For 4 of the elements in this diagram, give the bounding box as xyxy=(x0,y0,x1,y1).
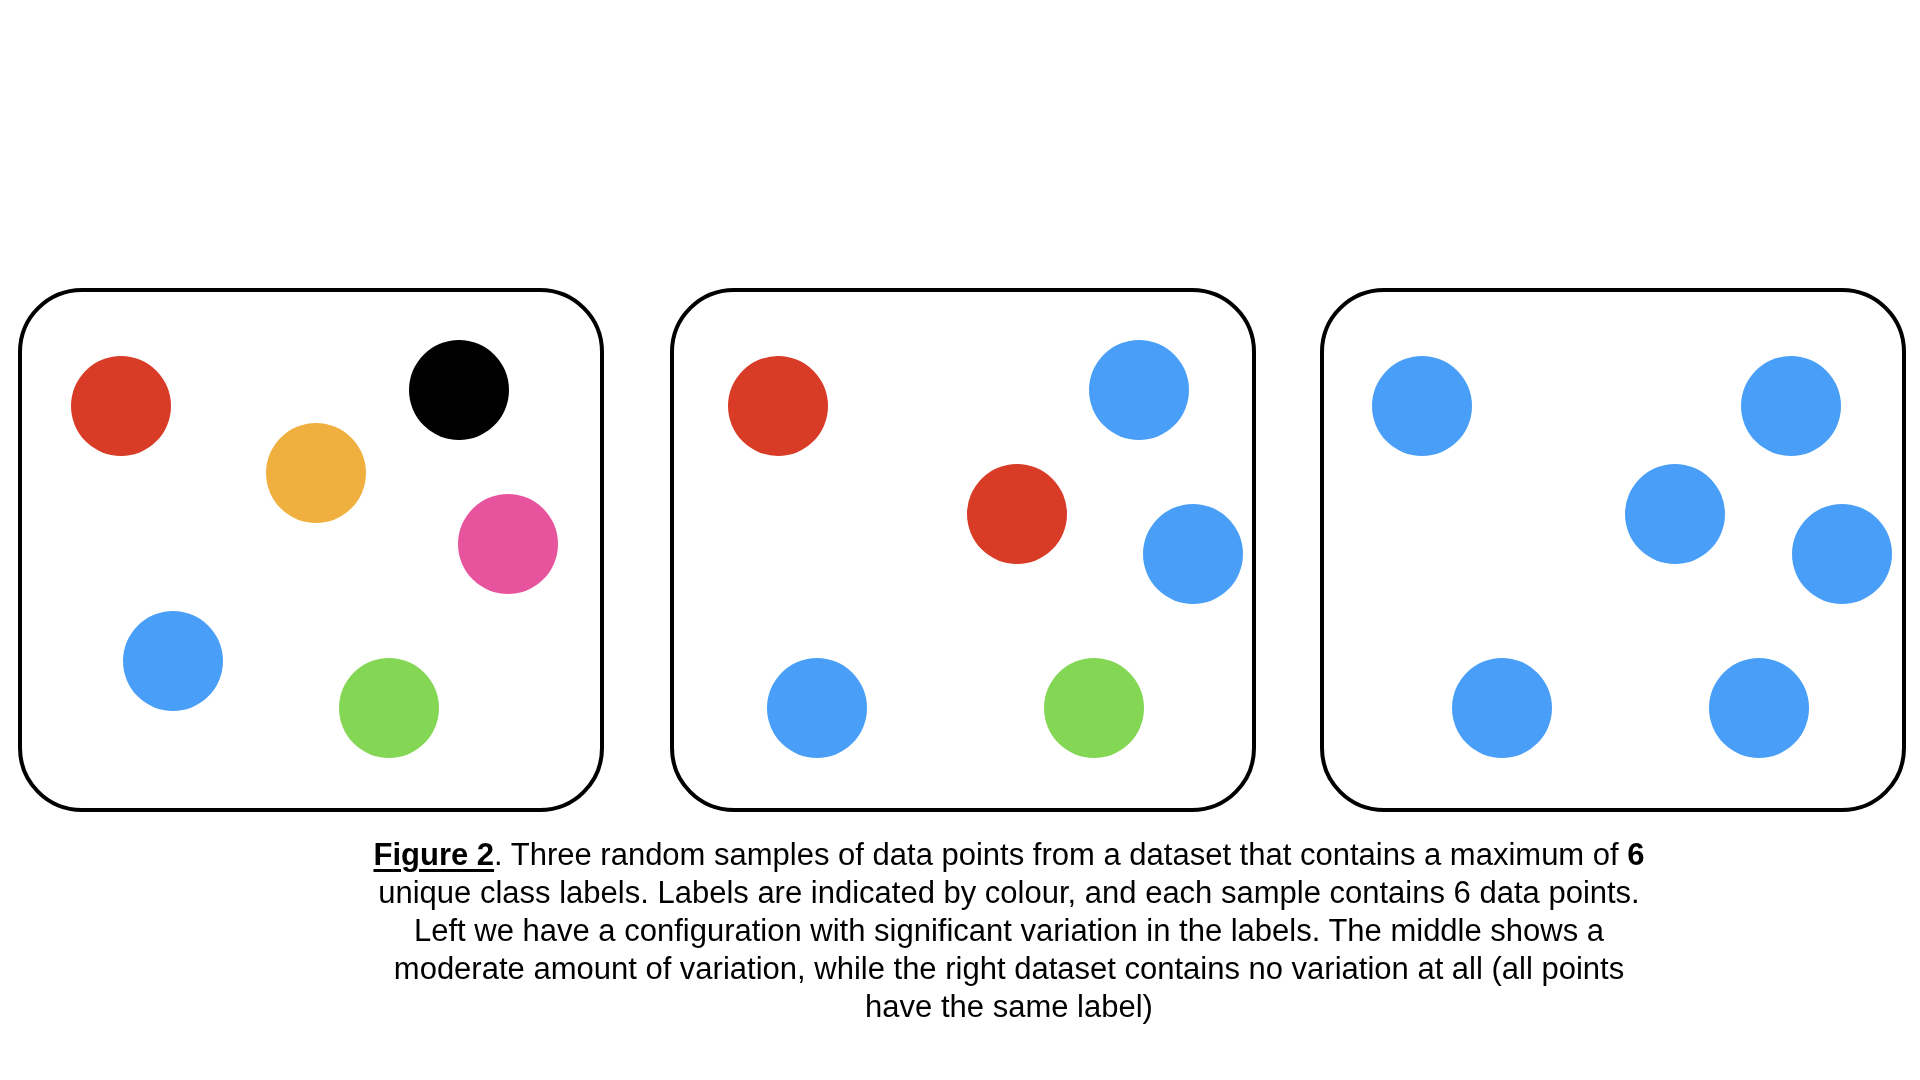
sample-panel xyxy=(1320,288,1906,812)
sample-panel xyxy=(670,288,1256,812)
figure-caption: Figure 2. Three random samples of data points from a dataset that contains a maximum of 6 unique class labels. Labels are indicated by colour, and each sample contains 6 data points. Left we have a configuration with significant variation in the labels. The middle shows a moderate amount of variation, while the right dataset contains no variation at all (all points have the same label) xyxy=(372,836,1646,1026)
sample-panel xyxy=(18,288,604,812)
